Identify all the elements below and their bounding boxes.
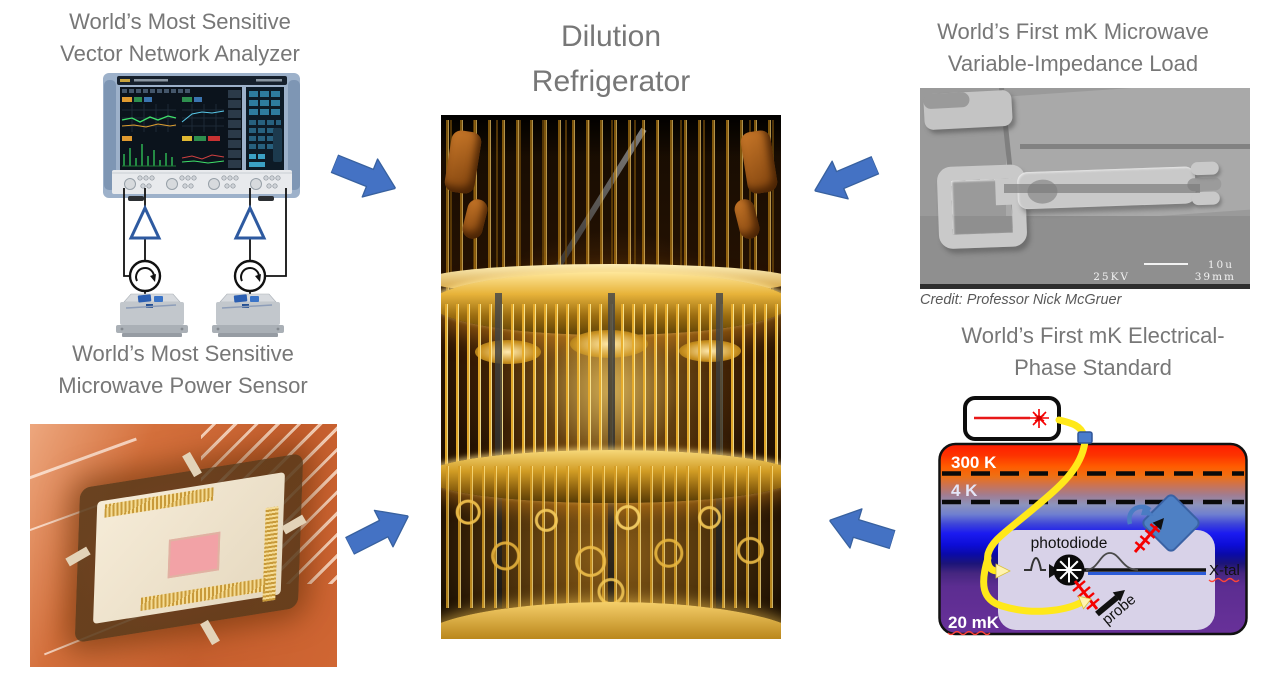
stage-label-300k: 300 K	[951, 453, 997, 472]
power-sensor-title-line2: Microwave Power Sensor	[58, 372, 308, 398]
fiber-arrowhead-lower	[1077, 595, 1092, 610]
phase-standard-diagram: 300 K 4 K X-tal photodiode probe	[938, 396, 1248, 636]
vna-title: World’s Most Sensitive Vector Network An…	[28, 6, 332, 70]
response-curve	[1085, 552, 1139, 571]
impedance-load-title-line2: Variable-Impedance Load	[947, 50, 1199, 76]
stage-20mk-squiggle	[947, 630, 991, 636]
arrow-sensor-to-fridge-icon	[344, 509, 410, 555]
circulator-icon-left	[128, 259, 162, 293]
diamond-beam-icon	[1133, 523, 1161, 553]
impedance-load-title-line1: World’s First mK Microwave	[937, 19, 1209, 44]
vna-right-panel	[246, 87, 284, 170]
phase-standard-title-line1: World’s First mK Electrical-	[961, 323, 1225, 348]
experiment-box	[998, 530, 1215, 630]
vna-title-line2: Vector Network Analyzer	[60, 40, 300, 66]
circulator-icon-right	[233, 259, 267, 293]
arrow-load-to-fridge-icon	[813, 155, 880, 200]
power-sensor-photo	[30, 424, 337, 667]
stage-label-20mk: 20 mK	[948, 613, 1000, 632]
sem-kv-label: 25KV	[1093, 271, 1130, 283]
power-sensor-title-line1: World’s Most Sensitive	[72, 341, 294, 366]
phase-standard-title-line2: Phase Standard	[1014, 354, 1172, 380]
vna-left-screen	[120, 87, 242, 170]
pulse-waveform	[1024, 557, 1046, 571]
stage-label-4k: 4 K	[951, 481, 978, 500]
vna-front-panel	[112, 170, 292, 201]
arrow-vna-to-fridge-icon	[330, 154, 397, 198]
mems-cantilever	[936, 145, 1240, 265]
power-sensor-title: World’s Most Sensitive Microwave Power S…	[28, 338, 338, 402]
vna-handle-left	[104, 80, 116, 190]
fiber-feedthrough-icon	[1077, 431, 1093, 444]
amplifier-icon-left	[128, 204, 162, 240]
sem-credit: Credit: Professor Nick McGruer	[920, 292, 1122, 308]
xtal-label: X-tal	[1209, 562, 1240, 579]
center-title-line2: Refrigerator	[531, 65, 691, 98]
sem-photo: 10u 25KV 39mm	[920, 88, 1250, 289]
spin-arrow-icon	[1127, 504, 1154, 525]
impedance-load-title: World’s First mK Microwave Variable-Impe…	[893, 16, 1253, 80]
mems-anchor-pad	[923, 89, 1013, 131]
arrow-to-diamond	[1152, 518, 1164, 530]
center-title-line1: Dilution	[560, 20, 662, 53]
laser-source-icon	[963, 396, 1061, 441]
center-title: Dilution Refrigerator	[461, 14, 761, 104]
vna-top-strip	[117, 76, 287, 85]
sem-scale-bar	[1144, 263, 1188, 265]
photodiode-label: photodiode	[1031, 535, 1108, 552]
sem-wd-label: 39mm	[1194, 271, 1236, 283]
sensor-module-left	[116, 293, 188, 337]
vna-handle-right	[288, 80, 300, 190]
diamond-sample-icon	[1142, 494, 1200, 552]
sensor-module-right	[212, 293, 284, 337]
fiber-arrowhead-upper	[995, 563, 1011, 579]
vna-instrument-figure	[103, 73, 300, 337]
photodiode-icon	[1053, 554, 1085, 586]
vna-title-line1: World’s Most Sensitive	[69, 9, 291, 34]
phase-standard-title: World’s First mK Electrical- Phase Stand…	[908, 320, 1263, 384]
probe-arrow-icon	[1095, 590, 1125, 617]
amplifier-icon-right	[233, 204, 267, 240]
probe-beam-icon	[1072, 580, 1100, 610]
sem-scale-label: 10u	[1207, 259, 1234, 271]
xtal-squiggle	[1208, 577, 1240, 583]
vna-foot-right	[258, 196, 274, 201]
arrow-phase-to-fridge-icon	[828, 508, 896, 550]
dilution-refrigerator-photo	[441, 115, 781, 639]
fridge-coil-loops	[441, 471, 781, 608]
vna-foot-left	[128, 196, 144, 201]
